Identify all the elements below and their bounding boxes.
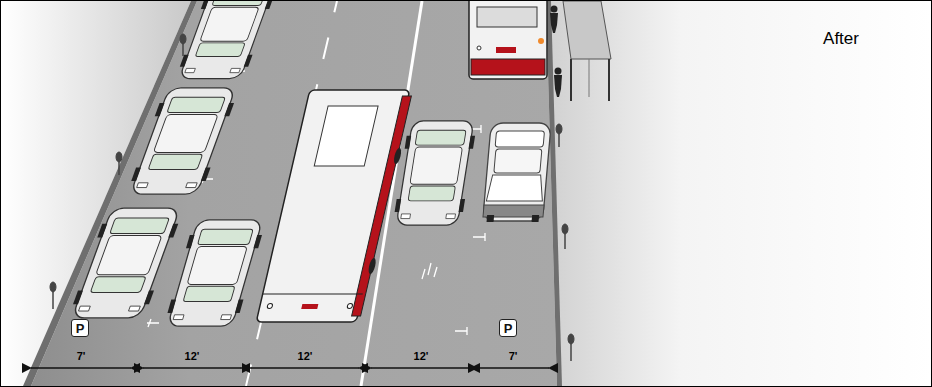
dimension-label: 12' [285, 350, 325, 362]
panel-title: After [801, 29, 881, 49]
dimension-arrow [251, 367, 359, 369]
right-curb [546, 1, 562, 386]
parking-letter: P [76, 322, 85, 335]
travel-car [164, 220, 267, 326]
sign-post [568, 334, 574, 344]
dimension-arrow [31, 367, 131, 369]
parked-car [126, 88, 239, 194]
parked-car-front [483, 123, 552, 222]
dimension-label: 12' [401, 350, 441, 362]
bus-shelter [563, 1, 611, 101]
stopped-bus [469, 1, 547, 79]
pedestrians [550, 6, 562, 98]
sign-post [562, 224, 568, 234]
parked-car [68, 208, 184, 318]
dimension-label: 7' [61, 350, 101, 362]
sign-posts [50, 34, 574, 361]
sidewalk [546, 1, 931, 386]
sign-post [180, 34, 186, 44]
sign-post [116, 152, 122, 162]
bus [256, 90, 416, 322]
dimension-label: 7' [493, 350, 533, 362]
sign-post [556, 124, 562, 134]
dimension-label: 12' [172, 350, 212, 362]
parking-sign: P [499, 319, 517, 337]
dimension-arrows [31, 367, 549, 369]
travel-car [393, 121, 478, 225]
dimension-arrow [371, 367, 471, 369]
dimension-arrow [143, 367, 241, 369]
stall-mark [147, 319, 159, 327]
stall-mark [473, 233, 485, 241]
skid-mark [422, 263, 437, 279]
dimension-arrow [477, 367, 549, 369]
parking-letter: P [504, 322, 513, 335]
parked-car [175, 1, 278, 79]
stall-mark [455, 327, 467, 335]
parking-sign: P [71, 319, 89, 337]
sign-post [50, 282, 56, 292]
